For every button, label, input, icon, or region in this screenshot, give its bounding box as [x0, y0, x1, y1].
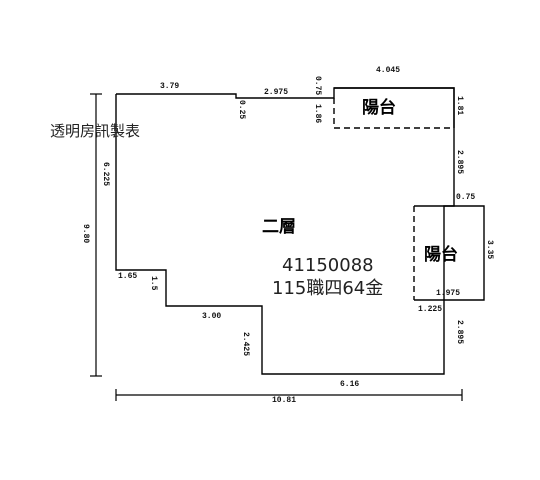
code-line-2: 115職四64金 — [272, 278, 383, 299]
balcony-top-dashed — [333, 98, 454, 129]
dim-bal-right-top: 0.75 — [456, 193, 475, 202]
dim-step-small: 0.25 — [237, 100, 246, 119]
balcony-right-label: 陽台 — [424, 244, 458, 265]
dim-total-width: 10.81 — [272, 396, 296, 405]
code-line-1: 41150088 — [282, 255, 374, 276]
dim-left-upper: 6.225 — [101, 162, 110, 186]
dim-bottom-step-v: 2.425 — [241, 332, 250, 356]
dim-bal-right-inner: 1.225 — [418, 305, 442, 314]
balcony-right-solid — [414, 205, 485, 301]
dim-bal-top-width: 4.045 — [376, 66, 400, 75]
dim-bottom-mid: 3.00 — [202, 312, 221, 321]
dim-right-mid: 2.895 — [455, 150, 464, 174]
balcony-top-label: 陽台 — [362, 97, 396, 118]
watermark: 透明房訊製表 — [50, 122, 140, 140]
dim-bottom-right: 6.16 — [340, 380, 359, 389]
dim-top-left: 3.79 — [160, 82, 179, 91]
dim-left-step-h: 1.65 — [118, 272, 137, 281]
dim-right-lower: 2.895 — [455, 320, 464, 344]
dim-bal-right-width: 1.975 — [436, 289, 460, 298]
dim-top-mid: 2.975 — [264, 88, 288, 97]
dim-right-upper: 1.81 — [455, 96, 464, 115]
dim-bal-top-vert: 0.75 — [313, 76, 322, 95]
dim-left-outer: 9.80 — [81, 224, 90, 243]
dim-bal-right-height: 3.35 — [485, 240, 494, 259]
dim-left-step-v: 1.5 — [149, 276, 158, 291]
dim-bal-top-inner: 1.86 — [313, 104, 322, 123]
balcony-top-outline — [334, 87, 455, 128]
floor-label: 二層 — [262, 217, 296, 237]
